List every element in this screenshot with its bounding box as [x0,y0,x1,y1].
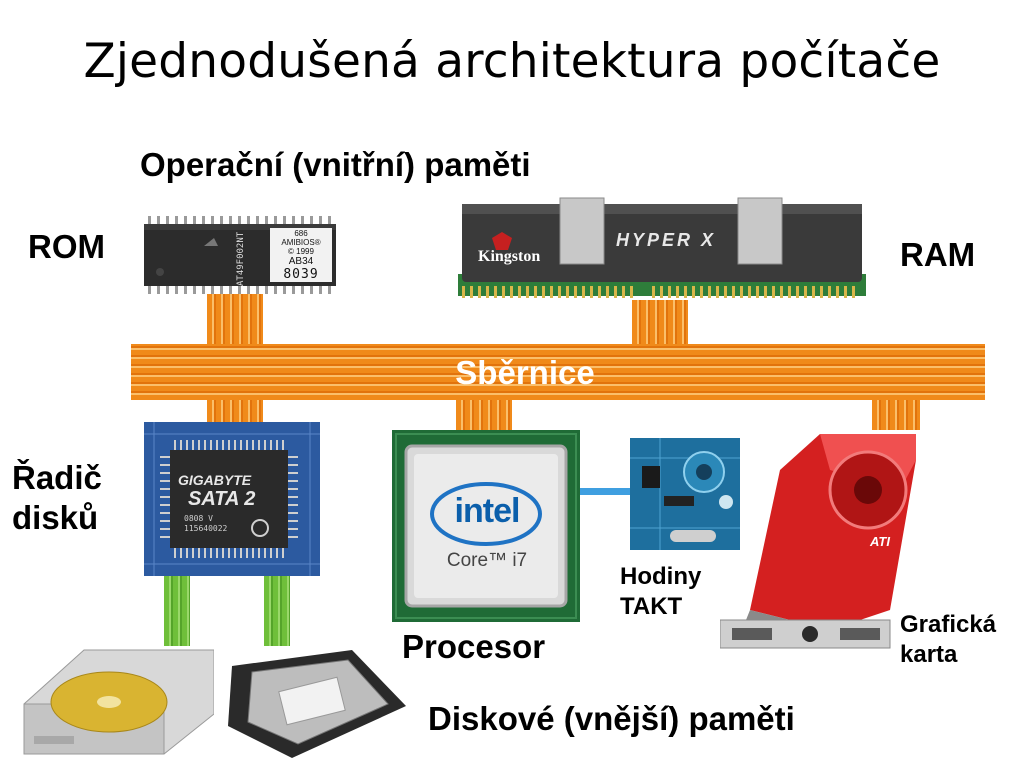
graphics-card-label-line: Grafická [900,611,997,638]
bus-connector-ram [632,300,688,346]
disk-controller-label-line: Řadič [12,459,102,496]
bus-connector-controller [207,400,263,426]
ram-module: Kingston HYPER X [456,196,868,300]
disk-controller-chip: GIGABYTE SATA 2 0808 V 115640022 [144,422,320,576]
clock-label-line: TAKT [620,593,683,620]
system-bus [131,344,985,400]
rom-side-text: AT49F002NT [236,231,246,286]
disk-link-hdd [264,576,290,646]
bus-connector-gpu [872,400,920,430]
controller-codes: 0808 V 115640022 [184,514,227,534]
ram-series-text: HYPER X [616,230,717,250]
page-title: Zjednodušená architektura počítače [83,34,941,89]
controller-brand-text: GIGABYTE [178,472,252,488]
processor-label: Procesor [402,628,546,665]
clock-link [580,488,632,495]
graphics-card-label-line: karta [900,641,958,668]
bus-connector-rom [207,294,263,346]
disk-controller-label: Řadič disků [12,458,102,538]
rom-sticker-line: © 1999 [288,247,314,256]
disk-controller-label-line: disků [12,499,99,536]
rom-sticker-line: 8039 [283,267,319,282]
controller-model-text: SATA 2 [188,488,256,510]
internal-memory-label: Operační (vnitřní) paměti [140,146,531,183]
cpu-brand-text: intel [454,492,521,530]
controller-code-line: 0808 V [184,514,213,523]
bus-connector-cpu [456,400,512,432]
gpu-brand-text: ATI [870,534,890,549]
ram-brand-text: Kingston [478,248,541,265]
optical-drive [14,644,215,762]
clock-label: Hodiny TAKT [620,562,701,622]
graphics-card-label: Grafická karta [900,610,996,670]
rom-sticker-line: 686 [294,229,308,238]
processor-chip: intel Core™ i7 [392,430,580,622]
hard-disk [222,646,408,764]
external-memory-label: Diskové (vnější) paměti [428,700,795,737]
rom-sticker: 686 AMIBIOS® © 1999 AB34 8039 [272,229,330,282]
cpu-model-text: Core™ i7 [446,550,528,571]
rom-chip: AT49F002NT 686 AMIBIOS® © 1999 AB34 8039 [144,216,336,294]
rom-label: ROM [28,228,105,265]
clock-board [630,438,740,550]
ram-label: RAM [900,236,976,273]
disk-link-optical [164,576,190,646]
bus-label: Sběrnice [455,354,595,391]
rom-sticker-line: AMIBIOS® [281,238,321,247]
rom-sticker-line: AB34 [288,256,314,267]
controller-code-line: 115640022 [184,524,228,533]
clock-label-line: Hodiny [620,563,702,590]
graphics-card: ATI [719,430,920,652]
